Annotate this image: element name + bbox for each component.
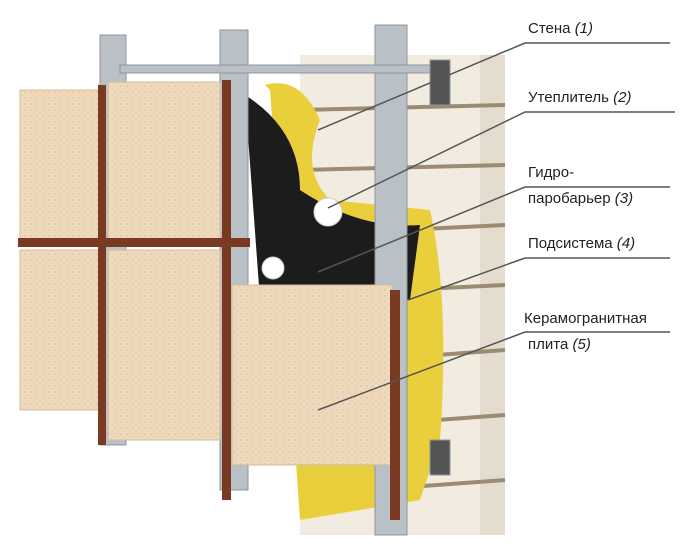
label-tile-2: плита (5) <box>528 336 591 353</box>
leader-lines <box>317 42 675 411</box>
label-subsystem: Подсистема (4) <box>528 235 636 252</box>
rails <box>18 80 400 520</box>
dowel-icon <box>313 197 343 227</box>
label-membrane: Гидро- <box>528 164 575 181</box>
label-insulation: Утеплитель (2) <box>528 89 632 106</box>
label-tile: Керамогранитная <box>524 310 647 327</box>
label-membrane-2: паробарьер (3) <box>528 190 634 207</box>
label-wall: Стена (1) <box>528 20 594 37</box>
dowel-icon <box>261 256 285 280</box>
porcelain-tiles <box>19 81 393 466</box>
